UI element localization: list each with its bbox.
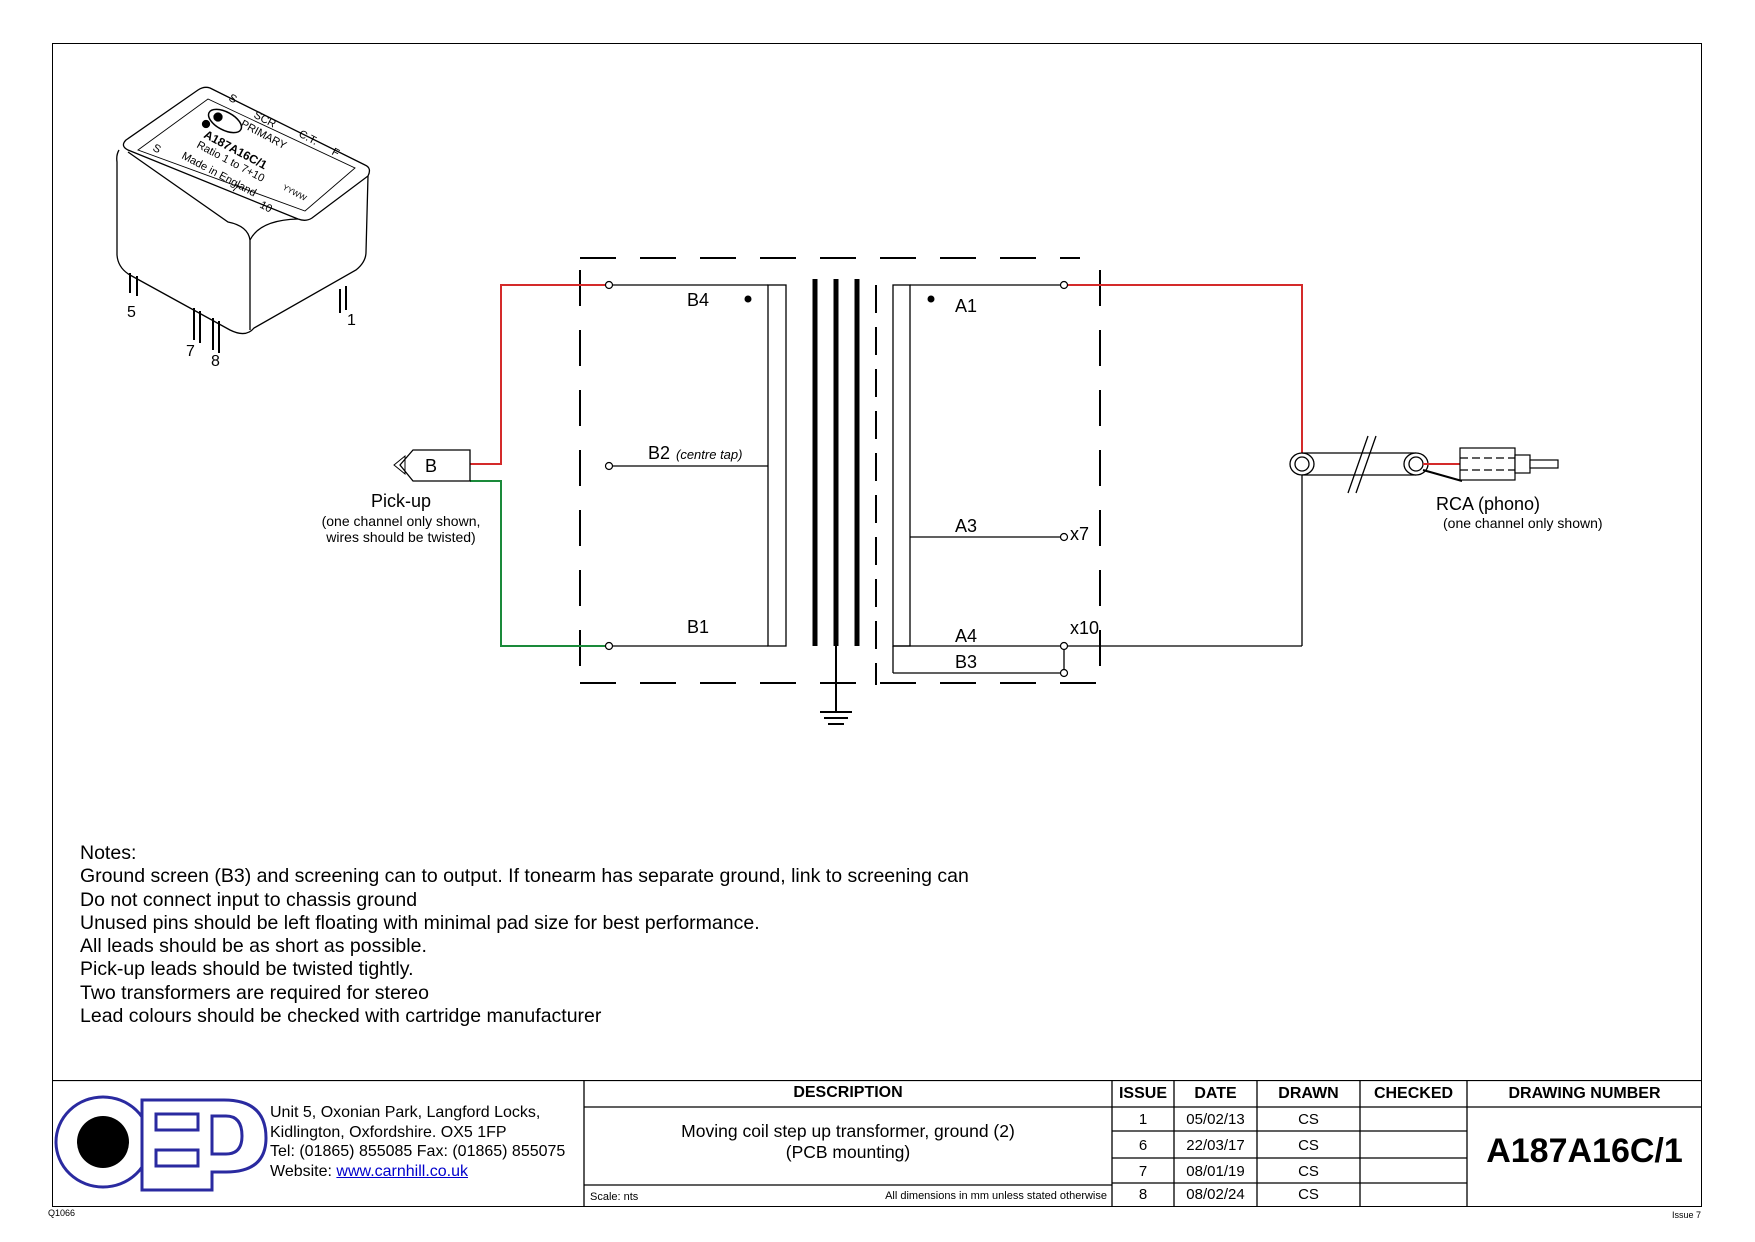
issue-number: 7 [1138, 1163, 1148, 1180]
website-link[interactable]: www.carnhill.co.uk [336, 1162, 469, 1180]
header-date: DATE [1194, 1085, 1237, 1102]
terminals [604, 280, 1069, 678]
note-line: Do not connect input to chassis ground [80, 888, 418, 911]
issue-date: 08/01/19 [1186, 1163, 1245, 1180]
header-drawing-number: DRAWING NUMBER [1508, 1085, 1661, 1102]
issue-number: 6 [1138, 1137, 1148, 1154]
pickup-note-2: wires should be twisted) [325, 529, 475, 545]
issue-drawn: CS [1298, 1137, 1319, 1154]
polarity-dots [744, 295, 935, 303]
label-b1: B1 [687, 617, 709, 637]
secondary-winding [892, 284, 1302, 674]
component-side-7: 7 [230, 182, 241, 195]
header-checked: CHECKED [1373, 1085, 1454, 1102]
company-address: Unit 5, Oxonian Park, Langford Locks, Ki… [270, 1103, 565, 1181]
scale-note: Scale: nts [590, 1191, 639, 1203]
issue-drawn: CS [1298, 1111, 1319, 1128]
component-pin-labels: 5 7 8 1 [127, 304, 356, 370]
notes-block: Notes: Ground screen (B3) and screening … [80, 842, 969, 1028]
pickup-note-1: (one channel only shown, [322, 513, 481, 529]
label-b2: B2 [648, 443, 670, 463]
rca-note: (one channel only shown) [1443, 515, 1603, 531]
note-line: Lead colours should be checked with cart… [80, 1005, 602, 1028]
pickup-symbol [393, 449, 471, 482]
label-b3: B3 [955, 652, 977, 672]
notes-title: Notes: [80, 842, 137, 864]
screening-can [579, 257, 1101, 684]
transformer-core [812, 279, 860, 646]
label-a4: A4 [955, 626, 977, 646]
title-block-grid [52, 1080, 1702, 1207]
note-line: Two transformers are required for stereo [80, 981, 429, 1004]
header-description: DESCRIPTION [793, 1084, 903, 1101]
primary-winding [609, 284, 787, 647]
issue-date: 22/03/17 [1186, 1137, 1245, 1154]
website-line: Website: www.carnhill.co.uk [270, 1162, 565, 1182]
ground-symbol [820, 646, 852, 725]
note-line: Pick-up leads should be twisted tightly. [80, 958, 414, 981]
label-a1: A1 [955, 296, 977, 316]
oep-logo [54, 1095, 268, 1192]
sheet-issue: Issue 7 [1672, 1210, 1702, 1220]
label-x7: x7 [1070, 524, 1089, 544]
issue-number: 1 [1138, 1111, 1148, 1128]
header-issue: ISSUE [1118, 1085, 1167, 1102]
coax-cable [1289, 435, 1429, 494]
issue-date: 05/02/13 [1186, 1111, 1245, 1128]
label-a3: A3 [955, 516, 977, 536]
note-line: Unused pins should be left floating with… [80, 911, 760, 934]
pin-label-8: 8 [211, 353, 220, 370]
issue-number: 8 [1138, 1186, 1148, 1203]
header-drawn: DRAWN [1278, 1085, 1339, 1102]
drawing-number: A187A16C/1 [1486, 1132, 1683, 1170]
title-block: Unit 5, Oxonian Park, Langford Locks, Ki… [52, 1080, 1702, 1207]
label-top-f: F [330, 146, 342, 160]
pin-label-1: 1 [347, 312, 356, 329]
note-line: Ground screen (B3) and screening can to … [80, 865, 969, 888]
rca-title: RCA (phono) [1436, 494, 1540, 514]
note-line: All leads should be as short as possible… [80, 935, 427, 958]
label-x10: x10 [1070, 618, 1099, 638]
label-b2-note: (centre tap) [676, 447, 742, 462]
address-line: Tel: (01865) 855085 Fax: (01865) 855075 [270, 1143, 566, 1160]
label-b4: B4 [687, 290, 709, 310]
drawing-frame [52, 43, 1702, 1207]
rca-plug [1422, 447, 1559, 482]
dimensions-note: All dimensions in mm unless stated other… [885, 1190, 1107, 1202]
pin-label-7: 7 [186, 343, 195, 360]
secondary-polarity-dot [927, 295, 935, 303]
issue-drawn: CS [1298, 1186, 1319, 1203]
primary-polarity-dot [744, 295, 752, 303]
description-line-2: (PCB mounting) [785, 1142, 911, 1162]
return-lead [470, 480, 609, 647]
pickup-connector-label: B [425, 456, 437, 476]
form-code: Q1066 [48, 1208, 76, 1218]
hot-leads [470, 284, 1303, 465]
description-line-1: Moving coil step up transformer, ground … [681, 1121, 1015, 1141]
pin-label-5: 5 [127, 304, 136, 321]
pickup-title: Pick-up [371, 491, 431, 511]
address-line: Unit 5, Oxonian Park, Langford Locks, [270, 1104, 541, 1121]
address-line: Kidlington, Oxfordshire. OX5 1FP [270, 1123, 507, 1141]
website-prefix: Website: [270, 1162, 337, 1180]
transformer-component-drawing [116, 86, 371, 353]
component-side-10: 10 [258, 199, 274, 215]
issue-drawn: CS [1298, 1163, 1319, 1180]
schematic-labels: B4 B2 (centre tap) B1 A1 A3 x7 A4 x10 B3… [322, 290, 1603, 672]
issue-date: 08/02/24 [1186, 1186, 1245, 1203]
